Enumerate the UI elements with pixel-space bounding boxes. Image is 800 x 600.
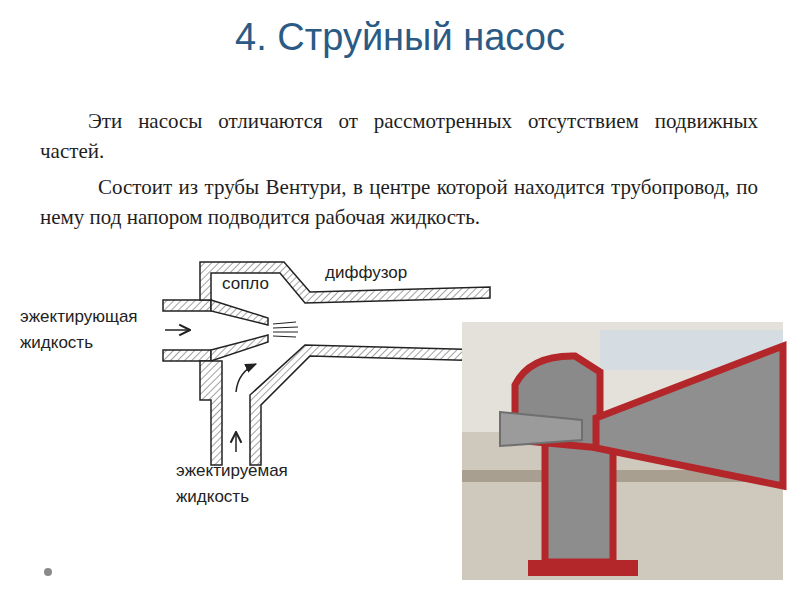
flow-arrow [235,432,237,452]
jet-line [273,336,296,337]
flow-label: эжектируемая жидкость [176,458,316,510]
jet-line [273,322,296,324]
body-paragraph: Состоит из трубы Вентури, в центре котор… [40,172,758,232]
part-label: сопло [222,273,269,295]
body-paragraph: Эти насосы отличаются от рассмотренных о… [40,106,758,166]
housing-top-wall [200,262,490,303]
slide-bullet [44,568,52,576]
jet-line [273,332,298,333]
flow-arrow [236,364,256,392]
part-label: диффузор [325,262,407,284]
nozzle-wall [211,300,268,325]
photo-ground [462,322,783,580]
jet-lines [273,322,298,337]
flow-label: эжектирующая жидкость [20,304,158,356]
slide-title: 4. Струйный насос [0,16,800,59]
photo-base [528,560,638,576]
housing-left-wall [200,361,222,465]
jet-line [273,327,298,328]
flow-arrow [165,329,190,331]
nozzle-wall [211,335,268,361]
photo-nozzle [500,412,582,446]
inlet-wall [163,300,211,311]
photo-suction-pipe [545,440,613,562]
photo-diffuser [596,346,783,486]
housing-bottom-wall [250,345,490,465]
inlet-wall [163,350,211,361]
